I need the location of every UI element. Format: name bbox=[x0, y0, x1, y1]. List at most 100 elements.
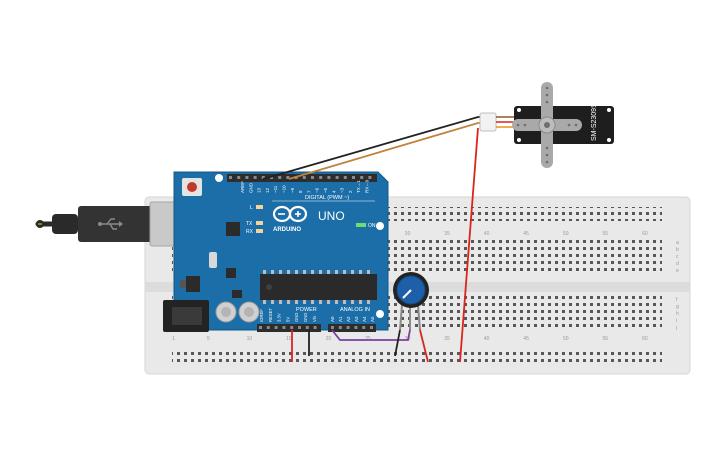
column-number: 40 bbox=[484, 336, 490, 342]
usb-chip bbox=[226, 222, 240, 236]
led-tx bbox=[256, 221, 263, 225]
row-letter: b bbox=[676, 247, 679, 253]
row-letter: j bbox=[675, 325, 677, 331]
analog-pin-label: A0 bbox=[330, 316, 335, 322]
servo-model-label: SM-S2309S bbox=[591, 103, 598, 141]
usb-strain-relief bbox=[52, 214, 78, 234]
icsp-header bbox=[232, 290, 242, 298]
power-header-label: POWER bbox=[296, 307, 317, 313]
row-letter: g bbox=[676, 304, 679, 310]
servo-horn bbox=[512, 82, 582, 168]
row-letter: e bbox=[676, 268, 679, 274]
column-number: 10 bbox=[247, 336, 253, 342]
power-pin-label: Vin bbox=[312, 315, 317, 322]
atmega-chip bbox=[260, 274, 377, 300]
wire-pot-ground bbox=[394, 329, 401, 357]
column-number: 55 bbox=[603, 231, 609, 237]
servo-connector bbox=[479, 112, 497, 132]
digital-pin-label: ~6 bbox=[315, 187, 320, 193]
column-number: 60 bbox=[642, 231, 648, 237]
small-chip bbox=[226, 268, 236, 278]
servo-mount-hole bbox=[517, 138, 521, 142]
row-letter: f bbox=[676, 297, 678, 303]
regulator-tab bbox=[180, 280, 186, 288]
atmega-chip-pins bbox=[263, 270, 370, 304]
wire-servo-power bbox=[459, 127, 479, 363]
column-number: 50 bbox=[563, 336, 569, 342]
column-number: 50 bbox=[563, 231, 569, 237]
potentiometer-indicator bbox=[402, 289, 412, 299]
wire-servo-ground bbox=[262, 116, 492, 180]
led-tx-label: TX bbox=[246, 221, 253, 227]
analog-pin-label: A2 bbox=[346, 316, 351, 322]
power-pin-label: GND bbox=[303, 313, 308, 322]
wire-servo-signal bbox=[288, 122, 492, 180]
digital-header-label: DIGITAL (PWM ~) bbox=[305, 195, 349, 201]
servo-mount-hole bbox=[607, 138, 611, 142]
analog-pin-label: A3 bbox=[354, 316, 359, 322]
digital-header bbox=[227, 174, 377, 182]
power-pin-label: 5V bbox=[285, 317, 290, 322]
analog-header-label: ANALOG IN bbox=[340, 307, 370, 313]
row-letter: h bbox=[676, 311, 679, 317]
analog-header bbox=[328, 324, 376, 332]
led-rx-label: RX bbox=[246, 229, 254, 235]
column-number: 1 bbox=[172, 336, 175, 342]
digital-pin-label: 7 bbox=[306, 190, 311, 193]
wire-pot-power bbox=[419, 329, 429, 363]
power-rail-top-1 bbox=[172, 207, 662, 214]
column-number: 5 bbox=[207, 336, 210, 342]
digital-pin-label: 13 bbox=[257, 187, 262, 193]
column-number: 20 bbox=[326, 336, 332, 342]
arduino-model: UNO bbox=[318, 209, 345, 223]
digital-pin-label: AREF bbox=[240, 181, 245, 193]
analog-pin-label: A5 bbox=[370, 316, 375, 322]
digital-pin-label: ~11 bbox=[273, 185, 278, 193]
digital-pin-label: TX→1 bbox=[356, 180, 361, 193]
row-letter: a bbox=[676, 240, 679, 246]
arduino-logo-icon bbox=[272, 205, 308, 223]
power-header bbox=[257, 324, 321, 332]
column-number: 30 bbox=[405, 231, 411, 237]
led-l bbox=[256, 205, 263, 209]
column-number: 15 bbox=[286, 336, 292, 342]
led-on bbox=[356, 223, 366, 227]
reset-button-cap[interactable] bbox=[187, 182, 197, 192]
power-pin-label: RESET bbox=[268, 308, 273, 322]
led-l-label: L bbox=[250, 205, 253, 211]
analog-pin-label: A1 bbox=[338, 316, 343, 322]
column-number: 25 bbox=[365, 336, 371, 342]
digital-pin-label: GND bbox=[248, 182, 253, 193]
digital-pin-label: RX←0 bbox=[365, 179, 370, 193]
power-pin-label: GND bbox=[294, 313, 299, 322]
power-pin-label: 3.3V bbox=[277, 313, 282, 322]
digital-pin-label: 8 bbox=[298, 190, 303, 193]
digital-pin-label: ~5 bbox=[323, 187, 328, 193]
wire-a0 bbox=[331, 329, 411, 341]
digital-pin-label: 12 bbox=[265, 187, 270, 193]
digital-pin-label: ~3 bbox=[340, 187, 345, 193]
row-letter: c bbox=[676, 254, 679, 260]
led-on-label: ON bbox=[368, 223, 376, 229]
column-number: 55 bbox=[603, 336, 609, 342]
power-rail-bottom-1 bbox=[172, 350, 662, 357]
column-number: 45 bbox=[523, 231, 529, 237]
row-letter: d bbox=[676, 261, 679, 267]
mounting-hole bbox=[215, 174, 223, 182]
power-rail-top-2 bbox=[172, 214, 662, 221]
servo-motor: SM-S2309S bbox=[479, 82, 614, 168]
column-number: 40 bbox=[484, 231, 490, 237]
column-number: 45 bbox=[523, 336, 529, 342]
analog-pin-label: A4 bbox=[362, 316, 367, 322]
digital-pin-label: 4 bbox=[331, 190, 336, 193]
servo-mount-hole bbox=[607, 108, 611, 112]
digital-pin-label: 2 bbox=[348, 190, 353, 193]
potentiometer[interactable] bbox=[393, 272, 429, 331]
